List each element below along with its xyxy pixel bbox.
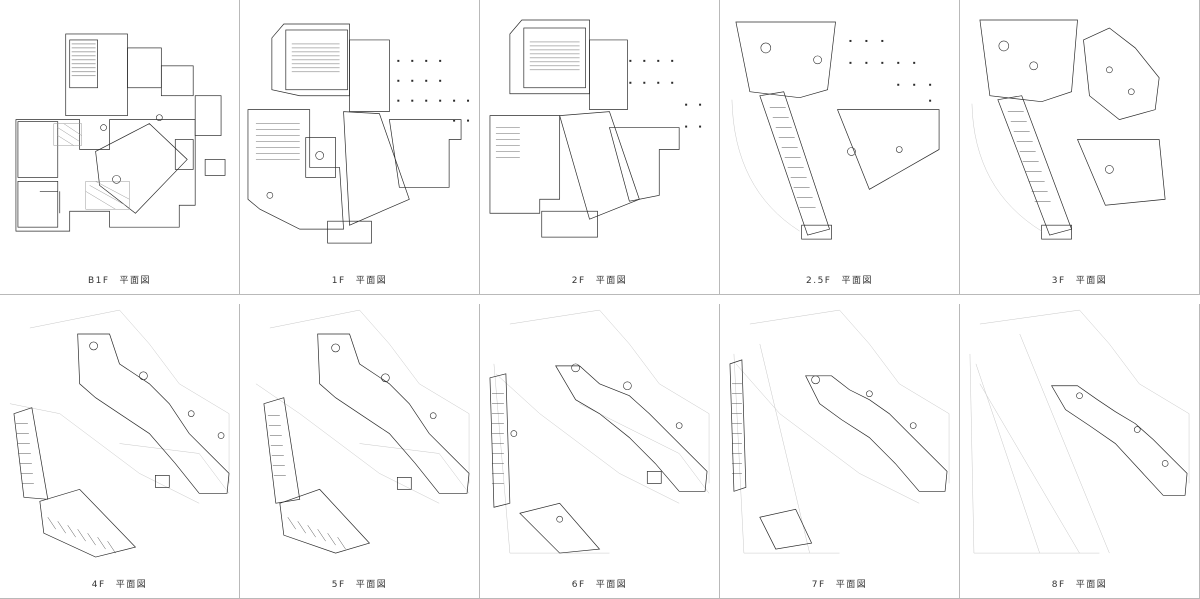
plan-1f-drawing: [247, 23, 470, 244]
plan-title: 平面図: [841, 276, 873, 286]
plan-title: 平面図: [835, 580, 868, 590]
plan-title: 平面図: [1075, 580, 1108, 590]
floor-label: 6F: [571, 580, 586, 590]
plan-b1f-drawing: [15, 33, 226, 232]
panel-2f: 2F 平面図: [480, 0, 720, 295]
plan-title: 平面図: [1075, 276, 1108, 286]
panel-3f: 3F 平面図: [960, 0, 1200, 295]
panel-8f: 8F 平面図: [960, 304, 1200, 599]
panel-b1f: B1F 平面図: [0, 0, 240, 295]
floor-label: 3F: [1051, 276, 1066, 286]
panel-6f: 6F 平面図: [480, 304, 720, 599]
panel-4f: 4F 平面図: [0, 304, 240, 599]
plan-7f-drawing: [729, 309, 950, 554]
floor-label: 8F: [1051, 580, 1066, 590]
plan-title: 平面図: [595, 580, 628, 590]
floor-label: 5F: [331, 580, 346, 590]
plan-title: 平面図: [119, 276, 152, 286]
floor-label: 2F: [571, 276, 586, 286]
floor-label: 7F: [811, 580, 826, 590]
plan-title: 平面図: [355, 580, 388, 590]
plan-title: 平面図: [355, 276, 388, 286]
plan-title: 平面図: [115, 580, 148, 590]
plan-title: 平面図: [595, 276, 628, 286]
plan-2-5f-drawing: [731, 21, 940, 240]
panel-5f: 5F 平面図: [240, 304, 480, 599]
panel-2-5f: 2.5F 平面図: [720, 0, 960, 295]
plan-4f-drawing: [9, 309, 230, 558]
floor-label: 1F: [331, 276, 346, 286]
floor-label: 2.5F: [805, 276, 832, 286]
panel-1f: 1F 平面図: [240, 0, 480, 295]
plan-5f-drawing: [255, 309, 470, 554]
floor-label: B1F: [87, 276, 110, 286]
floor-label: 4F: [91, 580, 106, 590]
panel-7f: 7F 平面図: [720, 304, 960, 599]
plan-6f-drawing: [489, 309, 710, 554]
plan-8f-drawing: [969, 309, 1190, 554]
plan-3f-drawing: [971, 19, 1166, 240]
plan-2f-drawing: [489, 19, 702, 238]
